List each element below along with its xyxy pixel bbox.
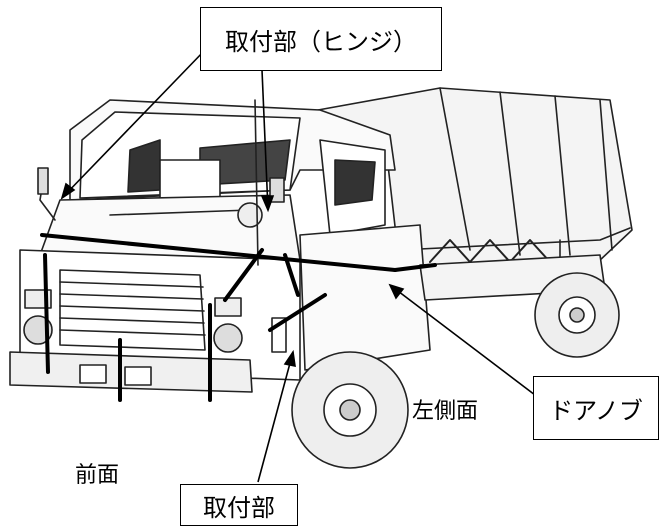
- callout-arrows: [60, 49, 536, 483]
- cab: [69, 99, 396, 236]
- door-knob-label: ドアノブ: [533, 376, 659, 440]
- canvas-cover: [317, 87, 633, 271]
- mount-label: 取付部: [180, 484, 298, 526]
- hinge-mount-label: 取付部（ヒンジ）: [200, 7, 442, 71]
- left-side-label: 左側面: [412, 399, 479, 424]
- front-label: 前面: [75, 463, 120, 488]
- bumper: [9, 351, 253, 393]
- mirrors: [37, 99, 285, 266]
- wheels: [291, 272, 620, 469]
- side-body: [271, 224, 606, 371]
- measurement-lines: [40, 233, 437, 402]
